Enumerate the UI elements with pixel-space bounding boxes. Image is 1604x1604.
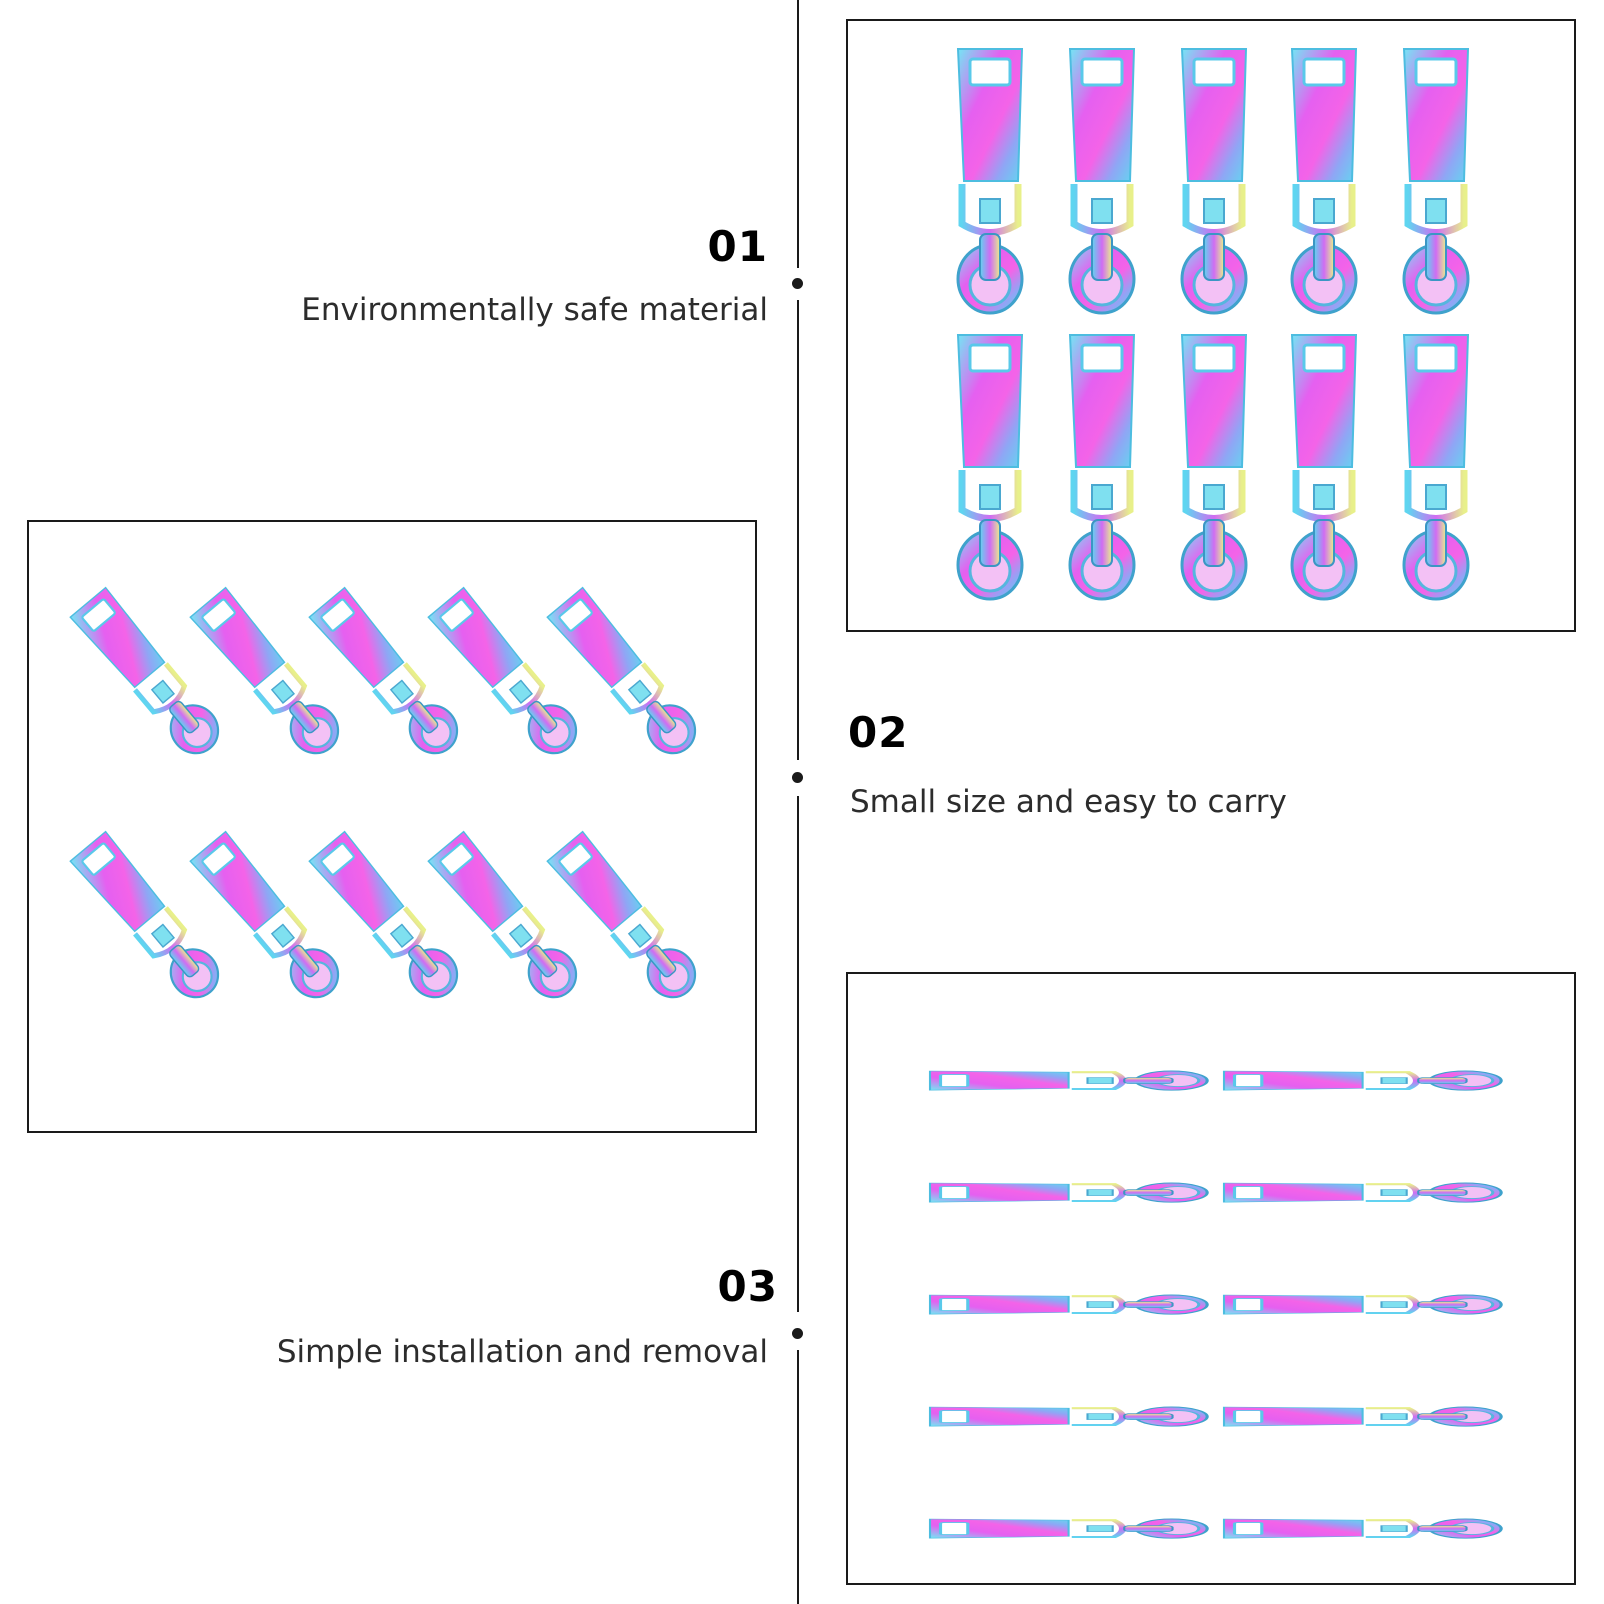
timeline-line-segment	[797, 796, 799, 1312]
feature-number-02: 02	[848, 708, 909, 757]
feature-caption-01: Environmentally safe material	[301, 292, 768, 328]
zipper-pull-icon	[29, 522, 755, 1131]
product-image-diagonal	[27, 520, 757, 1133]
feature-number-01: 01	[707, 222, 768, 271]
feature-caption-03: Simple installation and removal	[276, 1334, 768, 1370]
zipper-pull-icon	[848, 21, 1574, 630]
timeline-dot-02	[792, 772, 803, 783]
product-image-horizontal	[846, 972, 1576, 1585]
timeline-line-segment	[797, 300, 799, 760]
zipper-pull-icon	[848, 974, 1574, 1583]
timeline-dot-01	[792, 278, 803, 289]
timeline-line-segment	[797, 0, 799, 268]
feature-caption-02: Small size and easy to carry	[850, 784, 1287, 820]
feature-number-03: 03	[717, 1262, 778, 1311]
product-image-vertical	[846, 19, 1576, 632]
timeline-line-segment	[797, 1350, 799, 1604]
timeline-dot-03	[792, 1328, 803, 1339]
